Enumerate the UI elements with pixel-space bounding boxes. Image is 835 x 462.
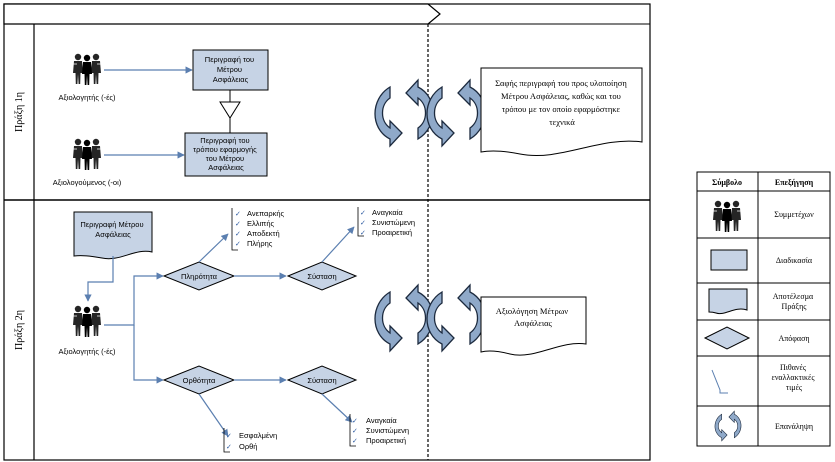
phase2-decision-recommend-1 [286,261,358,291]
recommend-values-2: ✓Αναγκαία ✓Συνιστώμενη ✓Προαιρετική [352,410,414,445]
legend-label-process: Διαδικασία [776,256,813,265]
legend-label-document: Αποτέλεσμα Πράξης [773,292,815,311]
legend-label-repeat: Επανάληψη [775,422,813,431]
correctness-values: ✓Εσφαλμένη ✓Ορθή [226,425,282,451]
recommend-values-1: ✓Αναγκαία ✓Συνιστώμενη ✓Προαιρετική [360,202,420,237]
phase1-evaluated-label: Αξιολογούμενος (-οι) [53,178,122,187]
document-icon [708,288,748,315]
process-box-icon [710,249,748,271]
phase1-evaluator-label: Αξιολογητής (-ές) [58,93,116,102]
phase2-input-document-text: Περιγραφή Μέτρου Ασφάλειας [80,220,145,239]
merge-triangle [219,101,241,119]
decision-diamond-icon [703,326,751,350]
phase1-result-document [480,67,643,156]
completeness-values: ✓Ανεπαρκής ✓Ελλιπής ✓Αποδεκτή ✓Πλήρης [235,203,289,248]
legend-label-decision: Απόφαση [778,334,809,343]
legend-table: Σύμβολο Επεξήγηση Συμμετέχων Διαδικασία … [696,171,831,447]
values-bracket [231,208,238,251]
phase2-recommend-1-label: Σύσταση [307,272,336,281]
lane-label-phase2: Πράξη 2η [14,310,25,350]
phase2-result-document [480,296,587,356]
phase2-recommend-2-label: Σύσταση [307,376,336,385]
legend-label-participant: Συμμετέχων [774,210,814,219]
phase1-box-implementation-text: Περιγραφή του τρόπου εφαρμογής του Μέτρο… [193,136,259,172]
phase1-box-implementation [184,132,268,177]
phase1-box-description [192,49,269,91]
legend-label-values: Πιθανές εναλλακτικές τιμές [771,363,816,392]
phase2-result-text: Αξιολόγηση Μέτρων Ασφάλειας [496,306,571,328]
legend-header-explanation: Επεξήγηση [775,178,814,187]
lane-label-phase1: Πράξη 1η [14,92,25,132]
phase1-result-text: Σαφής περιγραφή του προς υλοποίηση Μέτρο… [495,78,629,127]
values-bracket-icon [711,369,728,394]
legend-header-symbol: Σύμβολο [712,178,742,187]
phase2-decision-recommend-2 [286,365,358,395]
phase2-decision-completeness-label: Πληρότητα [181,272,218,281]
header-arrow [3,3,441,25]
phase2-evaluator-label: Αξιολογητής (-ές) [58,347,116,356]
phase2-input-document [73,211,153,260]
phase2-decision-correctness-label: Ορθότητα [183,376,216,385]
phase1-box-description-text: Περιγραφή του Μέτρου Ασφάλειας [205,55,256,84]
